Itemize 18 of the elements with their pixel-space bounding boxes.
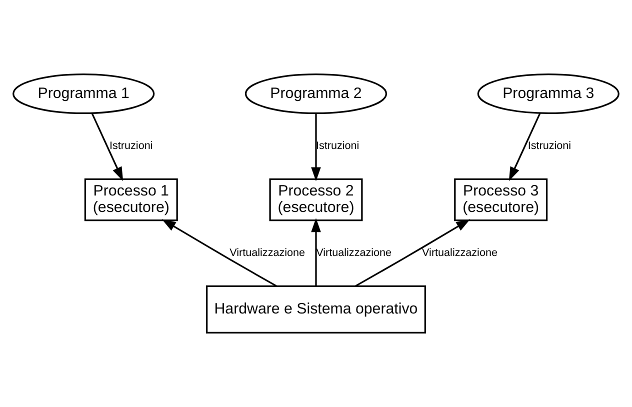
- node-box: Processo 1 (esecutore): [84, 178, 178, 222]
- arrow: [311, 113, 321, 182]
- arrow: [508, 113, 541, 182]
- arrow: [311, 218, 321, 286]
- arrow: [91, 113, 124, 182]
- edge-label: Istruzioni: [110, 140, 153, 152]
- node-ellipse: Programma 2: [244, 74, 388, 114]
- node-ellipse: Programma 3: [477, 74, 620, 114]
- edge-label: Virtualizzazione: [230, 246, 306, 259]
- node-box: Hardware e Sistema operativo: [206, 285, 426, 334]
- node-box: Processo 3 (esecutore): [454, 178, 548, 222]
- edge-label: Virtualizzazione: [422, 246, 498, 259]
- arrow: [162, 219, 277, 287]
- edge-label: Istruzioni: [316, 140, 360, 152]
- node-box: Processo 2 (esecutore): [269, 178, 363, 222]
- edge-label: Istruzioni: [528, 140, 572, 152]
- node-ellipse: Programma 1: [12, 74, 155, 114]
- arrow: [355, 219, 470, 287]
